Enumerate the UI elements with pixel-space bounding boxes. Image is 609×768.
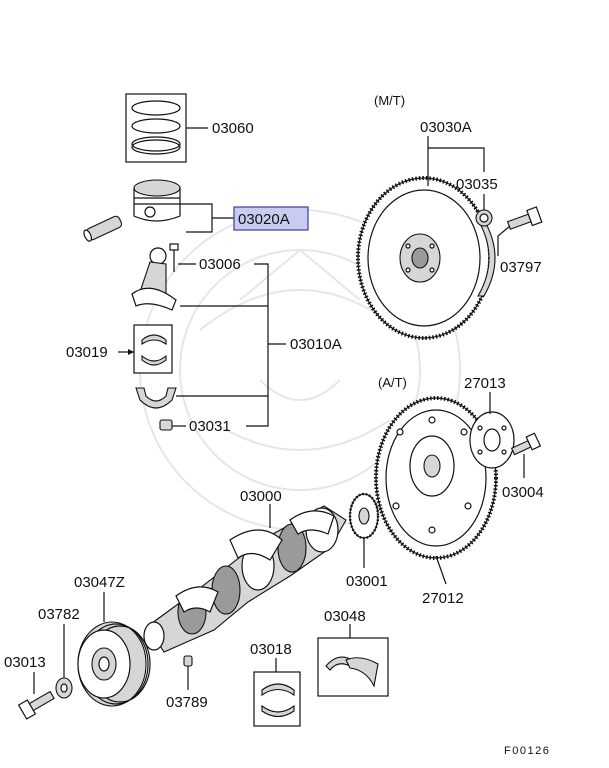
crankshaft-pulley-part[interactable] — [77, 621, 151, 707]
label-03019[interactable]: 03019 — [66, 344, 108, 361]
variant-label-at: (A/T) — [378, 375, 407, 390]
pulley-washer-part[interactable] — [55, 677, 73, 699]
piston-part[interactable] — [82, 179, 181, 242]
figure-code: F00126 — [504, 745, 550, 757]
woodruff-key-part[interactable] — [183, 655, 193, 667]
label-03018[interactable]: 03018 — [250, 641, 292, 658]
label-03000[interactable]: 03000 — [240, 488, 282, 505]
label-03030a[interactable]: 03030A — [420, 119, 472, 136]
variant-label-mt: (M/T) — [374, 93, 405, 108]
pulley-bolt-part[interactable] — [17, 688, 56, 720]
crankshaft-sprocket-part[interactable] — [348, 492, 380, 540]
label-03047z[interactable]: 03047Z — [74, 574, 125, 591]
label-27013[interactable]: 27013 — [464, 375, 506, 392]
label-03010a[interactable]: 03010A — [290, 336, 342, 353]
label-03789[interactable]: 03789 — [166, 694, 208, 711]
label-03035[interactable]: 03035 — [456, 176, 498, 193]
label-03020a[interactable]: 03020A — [238, 211, 290, 228]
label-03013[interactable]: 03013 — [4, 654, 46, 671]
label-03001[interactable]: 03001 — [346, 573, 388, 590]
rod-bearing-part[interactable] — [133, 324, 173, 374]
label-03797[interactable]: 03797 — [500, 259, 542, 276]
piston-rings-part[interactable] — [125, 93, 187, 163]
crankshaft-part[interactable] — [143, 505, 347, 653]
highlight-03020a — [233, 206, 309, 231]
pilot-bushing-part[interactable] — [475, 209, 493, 227]
label-27012[interactable]: 27012 — [422, 590, 464, 607]
thrust-washer-part[interactable] — [317, 637, 389, 697]
drive-plate-bolt-part[interactable] — [510, 432, 542, 457]
connecting-rod-cap-part[interactable] — [135, 387, 177, 409]
flywheel-bolt-part[interactable] — [506, 206, 543, 233]
label-03006[interactable]: 03006 — [199, 256, 241, 273]
main-bearing-part[interactable] — [253, 671, 301, 727]
label-03004[interactable]: 03004 — [502, 484, 544, 501]
label-03031[interactable]: 03031 — [189, 418, 231, 435]
flywheel-mt-part[interactable] — [356, 176, 496, 340]
label-03060[interactable]: 03060 — [212, 120, 254, 137]
drive-plate-at-part[interactable] — [374, 396, 498, 560]
adapter-plate-part[interactable] — [469, 411, 515, 469]
label-03782[interactable]: 03782 — [38, 606, 80, 623]
rod-nut-part[interactable] — [159, 419, 173, 431]
connecting-rod-part[interactable] — [131, 243, 179, 311]
label-03048[interactable]: 03048 — [324, 608, 366, 625]
